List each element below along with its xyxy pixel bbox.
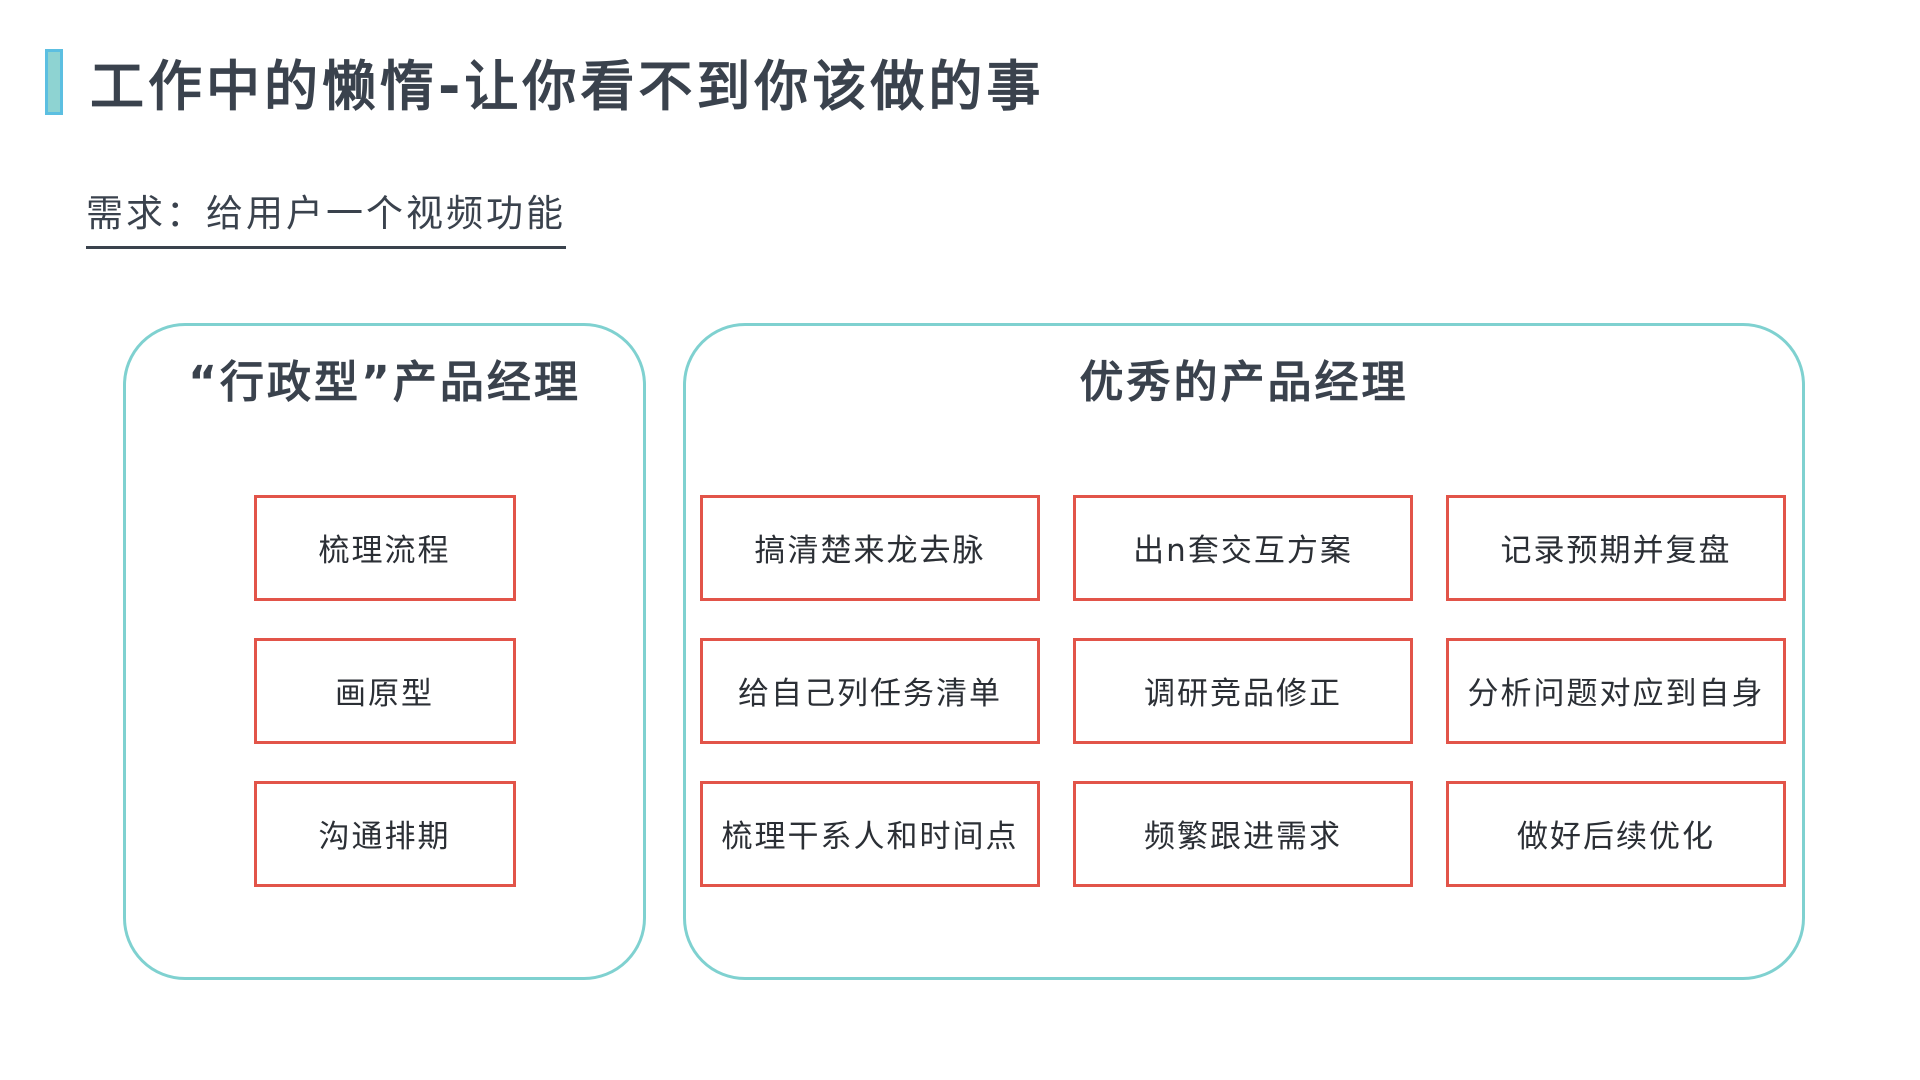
task-box-research-competitors: 调研竞品修正 [1073,637,1413,744]
task-box-record-and-review: 记录预期并复盘 [1446,494,1786,601]
requirement-subtitle: 需求：给用户一个视频功能 [86,183,566,249]
task-box-n-interaction-plans: 出n套交互方案 [1073,494,1413,601]
title-accent-bar [45,48,63,115]
excellent-pm-panel: 优秀的产品经理 搞清楚来龙去脉 出n套交互方案 记录预期并复盘 给自己列任务清单… [683,323,1805,980]
excellent-pm-task-grid: 搞清楚来龙去脉 出n套交互方案 记录预期并复盘 给自己列任务清单 调研竞品修正 … [700,494,1786,887]
admin-pm-panel: “行政型”产品经理 梳理流程 画原型 沟通排期 [123,323,646,980]
admin-pm-panel-title: “行政型”产品经理 [188,357,581,408]
task-box-follow-up-demand: 频繁跟进需求 [1073,780,1413,887]
page-header: 工作中的懒惰-让你看不到你该做的事 [45,42,1044,121]
task-box-stakeholders-timeline: 梳理干系人和时间点 [700,780,1040,887]
task-box-self-task-list: 给自己列任务清单 [700,637,1040,744]
task-box-sort-process: 梳理流程 [253,494,516,601]
task-box-communicate-schedule: 沟通排期 [253,780,516,887]
task-box-analyze-problems: 分析问题对应到自身 [1446,637,1786,744]
excellent-pm-panel-title: 优秀的产品经理 [1079,357,1409,408]
task-box-follow-up-optimization: 做好后续优化 [1446,780,1786,887]
task-box-understand-context: 搞清楚来龙去脉 [700,494,1040,601]
admin-pm-task-list: 梳理流程 画原型 沟通排期 [126,494,643,887]
page-title: 工作中的懒惰-让你看不到你该做的事 [90,55,1045,118]
task-box-draw-prototype: 画原型 [253,637,516,744]
